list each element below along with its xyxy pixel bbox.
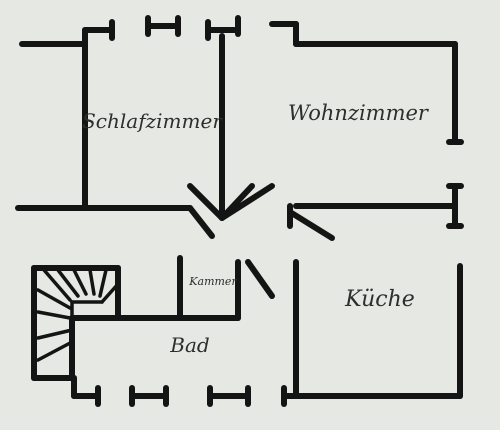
window-top-2 [205,15,241,41]
bath-walls [69,315,241,407]
window-top-1 [145,15,181,37]
window-bottom-1 [129,385,169,407]
room-label-bedroom: Schlafzimmer [82,109,223,133]
kitchen-walls [281,259,463,407]
bedroom-walls [15,19,193,211]
interior-walls [187,33,335,241]
room-label-storage: Kammer [188,275,237,288]
window-bottom-2 [207,385,251,407]
living-walls [269,21,464,229]
door-arrow [187,183,255,221]
room-label-living: Wohnzimmer [288,101,430,125]
room-label-kitchen: Küche [344,287,415,312]
storage-walls [177,255,275,321]
room-label-bath: Bad [169,333,209,357]
